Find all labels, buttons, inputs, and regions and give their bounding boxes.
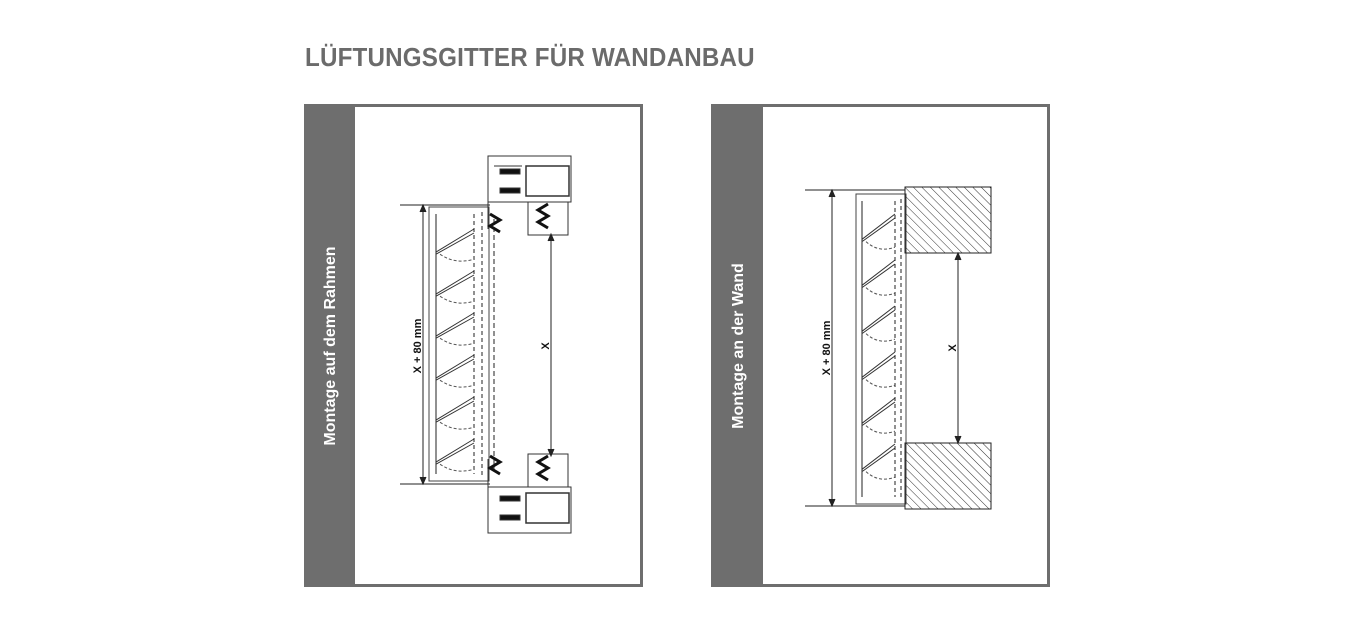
louver-swing-path — [865, 471, 896, 480]
frame-mounting-drawing: X + 80 mm X — [400, 155, 572, 534]
panel-wall-mounting: Montage an der Wand X + 80 mm X — [711, 104, 1050, 587]
louver-swing-path — [865, 241, 896, 250]
louver-swing-path — [439, 337, 475, 346]
louver-slat — [435, 354, 475, 381]
panel-frame-mounting: Montage auf dem Rahmen — [304, 104, 643, 587]
louver-swing-path — [865, 379, 896, 388]
louver-swing-path — [439, 295, 475, 304]
dimension-label-outer: X + 80 mm — [412, 318, 424, 373]
louver-slat — [435, 270, 475, 297]
louver-slat — [861, 443, 896, 473]
louver-swing-path — [865, 425, 896, 434]
louver-swing-path — [865, 333, 896, 342]
wall-section-bottom — [904, 442, 992, 510]
wall-section-top — [904, 186, 992, 254]
louver-slat — [861, 397, 896, 427]
window-frame-profile-top — [487, 155, 572, 236]
louver-swing-path — [439, 379, 475, 388]
dimension-label-inner: X — [947, 344, 959, 352]
ventilation-grille — [428, 206, 490, 482]
page-title: LÜFTUNGSGITTER FÜR WANDANBAU — [305, 42, 755, 72]
dimension-label-outer: X + 80 mm — [821, 320, 833, 375]
louver-swing-path — [865, 287, 896, 296]
louver-slat — [861, 259, 896, 289]
window-frame-profile-bottom — [487, 453, 572, 534]
panel-side-band: Montage an der Wand — [714, 107, 763, 584]
panel-side-band: Montage auf dem Rahmen — [307, 107, 355, 584]
louver-slat — [435, 396, 475, 423]
louver-swing-path — [439, 253, 475, 262]
wall-mounting-drawing: X + 80 mm X — [805, 186, 992, 510]
louver-slat — [435, 228, 475, 255]
dimension-label-inner: X — [540, 342, 552, 350]
louver-slat — [861, 305, 896, 335]
louver-slat — [861, 351, 896, 381]
louver-swing-path — [439, 421, 475, 430]
ventilation-grille — [855, 193, 907, 505]
louver-slat — [861, 213, 896, 243]
louver-swing-path — [439, 463, 475, 472]
louver-slat — [435, 438, 475, 465]
louver-slat — [435, 312, 475, 339]
